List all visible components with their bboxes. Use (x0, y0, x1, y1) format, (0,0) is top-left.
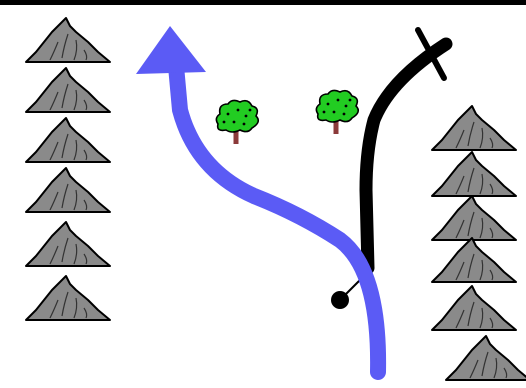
mountain-icon (446, 336, 526, 380)
mountain-icon (432, 152, 516, 196)
mountain-icon (26, 68, 110, 112)
trail-path-icon (366, 44, 446, 268)
mountain-icon (432, 196, 516, 240)
mountain-icon (432, 238, 516, 282)
trail-start-dot-icon (331, 291, 349, 309)
mountain-icon (26, 168, 110, 212)
mountain-range-right (432, 106, 526, 380)
mountain-icon (26, 18, 110, 62)
top-border (0, 0, 526, 5)
mountain-range-left (26, 18, 110, 320)
route-arrow (136, 26, 378, 372)
trail-path (331, 30, 446, 309)
mountain-icon (432, 286, 516, 330)
mountain-icon (26, 276, 110, 320)
arrowhead-icon (136, 26, 206, 74)
mountain-icon (432, 106, 516, 150)
mountain-icon (26, 118, 110, 162)
tree-icon (316, 90, 358, 134)
tree-icon (216, 100, 258, 144)
mountain-icon (26, 222, 110, 266)
